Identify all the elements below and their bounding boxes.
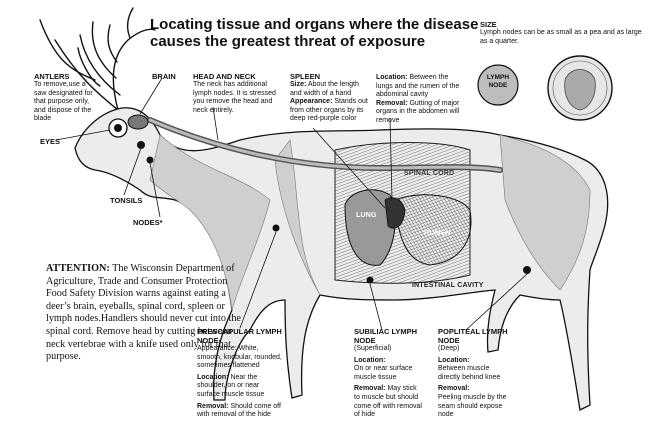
- size-text: Lymph nodes can be as small as a pea and…: [480, 29, 642, 45]
- spleen-section: SPLEEN Size: About the length and width …: [290, 72, 370, 124]
- prescapular-location-label: Location:: [197, 373, 229, 381]
- organ-cavity: [334, 142, 472, 284]
- lung-label: LUNG: [356, 212, 377, 219]
- antlers-shape: [39, 7, 156, 111]
- spinal-cord-label: SPINAL CORD: [404, 170, 455, 177]
- head-neck-section: HEAD AND NECK The neck has additional ly…: [193, 72, 277, 115]
- popliteal-location-label: Location:: [438, 356, 470, 364]
- antlers-section: ANTLERS To remove,use a saw designated f…: [34, 72, 96, 124]
- subiliac-removal-label: Removal:: [354, 385, 386, 393]
- attention-notice: ATTENTION: The Wisconsin Department of A…: [46, 263, 242, 364]
- popliteal-removal-text: Peeling muscle by the seam should expose…: [438, 393, 507, 419]
- popliteal-location-text: Between muscle directly behind knee: [438, 365, 501, 381]
- subiliac-location-label: Location:: [354, 356, 386, 364]
- rumen-shape: [394, 194, 472, 266]
- spleen-appearance-label: Appearance:: [290, 98, 333, 106]
- organ-location-section: Location: Between the lungs and the rume…: [376, 74, 466, 126]
- attention-text: The Wisconsin Department of Agriculture,…: [46, 263, 241, 363]
- popliteal-heading: POPLITEAL LYMPH NODE: [438, 327, 508, 345]
- subiliac-section: SUBILIAC LYMPH NODE (Superficial) Locati…: [354, 327, 424, 420]
- leader-lines: [55, 77, 528, 331]
- prescapular-removal-label: Removal:: [197, 402, 229, 410]
- antlers-text: To remove,use a saw designated for that …: [34, 81, 93, 123]
- size-comparison: [477, 55, 613, 121]
- brain-shape: [127, 114, 149, 130]
- prescapular-section: PRESCAPULAR LYMPH NODE Appearance: White…: [197, 327, 283, 420]
- subiliac-heading: SUBILIAC LYMPH NODE: [354, 327, 418, 345]
- organ-removal-text: Gutting of major organs in the abdomen w…: [376, 99, 460, 124]
- popliteal-removal-label: Removal:: [438, 385, 470, 393]
- spleen-heading: SPLEEN: [290, 72, 321, 81]
- lung-shape: [344, 189, 396, 266]
- eyes-label: EYES: [40, 137, 61, 146]
- spleen-appearance-text: Stands out from other organs by its deep…: [290, 98, 368, 123]
- prescapular-heading: PRESCAPULAR LYMPH NODE: [197, 327, 282, 345]
- attention-label: ATTENTION:: [46, 263, 110, 274]
- nodes-label: NODES*: [133, 218, 163, 227]
- organ-removal-label: Removal:: [376, 99, 408, 107]
- prescapular-location-text: Near the shoulder, on or near surface mu…: [197, 373, 265, 398]
- size-section: SIZE Lymph nodes can be as small as a pe…: [480, 20, 645, 46]
- organ-location-text: Between the lungs and the rumen of the a…: [376, 74, 460, 99]
- size-node-label: LYMPH NODE: [486, 74, 510, 89]
- lymph-node-dots: [137, 141, 531, 284]
- popliteal-sub: (Deep): [438, 345, 460, 352]
- page-title: Locating tissue and organs where the dis…: [150, 16, 479, 50]
- popliteal-section: POPLITEAL LYMPH NODE (Deep) Location:Bet…: [438, 327, 512, 420]
- rumen-label: RUMEN: [424, 230, 451, 237]
- head-neck-text: The neck has additional lymph nodes. It …: [193, 81, 276, 114]
- brain-label: BRAIN: [152, 72, 176, 81]
- organ-location-label: Location:: [376, 74, 408, 81]
- subiliac-sub: (Superficial): [354, 345, 392, 352]
- tonsils-label: TONSILS: [110, 196, 143, 205]
- prescapular-removal-text: Should come off with removal of the hide: [197, 402, 281, 419]
- antlers-heading: ANTLERS: [34, 72, 70, 81]
- spleen-size-label: Size:: [290, 81, 307, 88]
- prescapular-appearance: Appearance: White, smooth, knobular, rou…: [197, 345, 282, 370]
- spleen-size-text: About the length and width of a hand: [290, 81, 359, 97]
- intestinal-cavity-label: INTESTINAL CAVITY: [412, 282, 484, 289]
- muscle-shading: [149, 134, 591, 311]
- size-heading: SIZE: [480, 20, 497, 29]
- head-neck-heading: HEAD AND NECK: [193, 72, 256, 81]
- subiliac-removal-text: May stick to muscle but should come off …: [354, 385, 422, 419]
- subiliac-location-text: On or near surface muscle tissue: [354, 365, 413, 381]
